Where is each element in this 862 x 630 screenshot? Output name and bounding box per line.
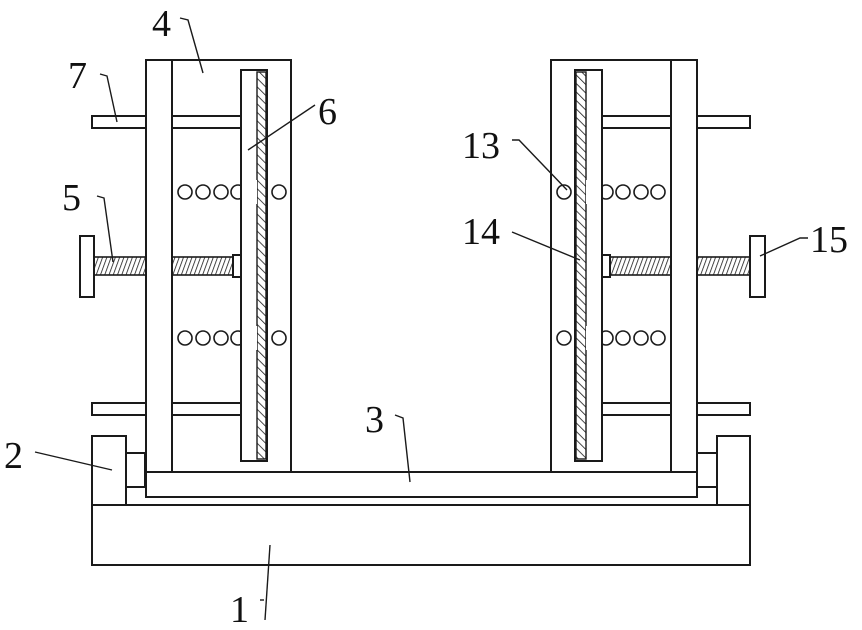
label-guide-hole: 13 bbox=[462, 125, 500, 167]
label-clamp-plate-right: 14 bbox=[462, 211, 500, 253]
base-plate bbox=[92, 505, 750, 565]
label-side-frame: 4 bbox=[152, 3, 171, 45]
screw-rod-left bbox=[80, 236, 241, 297]
u-frame bbox=[146, 60, 697, 497]
clamp-plate-right bbox=[575, 70, 602, 461]
label-screw-rod: 5 bbox=[62, 177, 81, 219]
label-u-frame: 3 bbox=[365, 399, 384, 441]
label-handwheel: 15 bbox=[810, 219, 848, 261]
label-guide-rod: 7 bbox=[68, 55, 87, 97]
label-side-block: 2 bbox=[4, 435, 23, 477]
label-clamp-plate-left: 6 bbox=[318, 91, 337, 133]
clamp-plate-left bbox=[241, 70, 267, 461]
leader-lines bbox=[35, 18, 808, 620]
side-block-left bbox=[92, 436, 145, 505]
label-base-plate: 1 bbox=[230, 589, 249, 630]
side-block-right bbox=[697, 436, 750, 505]
screw-rod-right bbox=[602, 236, 765, 297]
